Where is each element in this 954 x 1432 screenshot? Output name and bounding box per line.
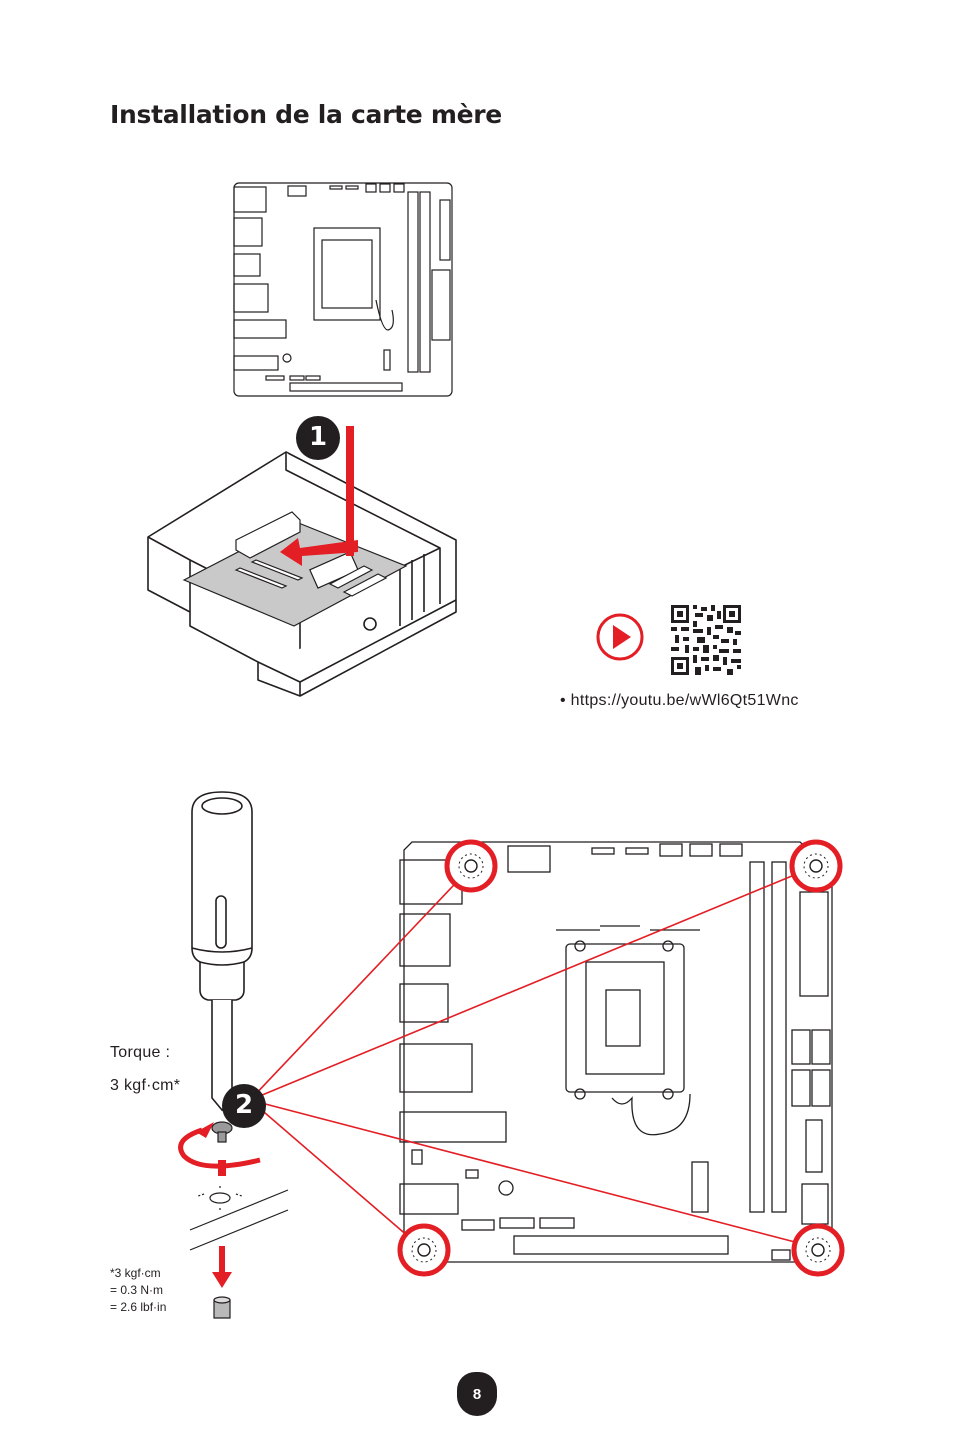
play-icon[interactable] — [596, 613, 644, 661]
page-title: Installation de la carte mère — [110, 100, 502, 129]
qr-code[interactable] — [671, 605, 741, 675]
video-url[interactable]: • https://youtu.be/wWl6Qt51Wnc — [560, 692, 799, 710]
torque-label: Torque : — [110, 1044, 171, 1061]
torque-conversion-nm: = 0.3 N·m — [110, 1283, 164, 1297]
url-text[interactable]: https://youtu.be/wWl6Qt51Wnc — [570, 692, 799, 709]
step1-badge-label: 1 — [308, 422, 328, 452]
torque-value: 3 kgf·cm* — [110, 1077, 181, 1094]
page-number: 8 — [457, 1372, 497, 1416]
step2-badge-label: 2 — [234, 1090, 254, 1120]
url-bullet: • — [560, 692, 566, 709]
torque-conversion-lbf: = 2.6 lbf·in — [110, 1300, 167, 1314]
torque-conversion-kgf: *3 kgf·cm — [110, 1266, 161, 1280]
